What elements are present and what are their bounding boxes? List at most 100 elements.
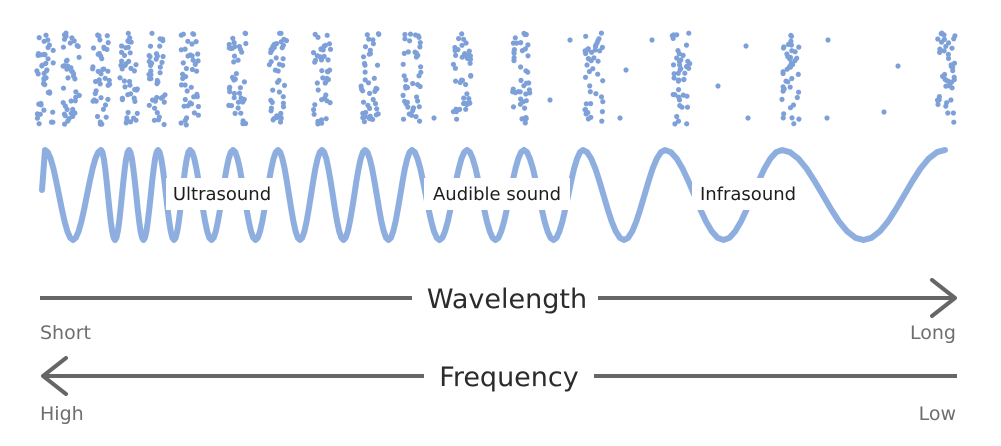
- particle-dot: [273, 41, 280, 47]
- particle-dot: [60, 100, 66, 106]
- particle-dot: [598, 30, 605, 36]
- particle-dot: [183, 122, 189, 128]
- particle-dot: [157, 64, 163, 70]
- particle-dot: [281, 82, 288, 88]
- particle-dot: [327, 46, 334, 52]
- particle-dot: [128, 119, 134, 125]
- particle-dot: [453, 78, 459, 84]
- particle-dot: [93, 88, 99, 94]
- particle-dot: [125, 109, 131, 116]
- particle-dot: [670, 35, 676, 42]
- particle-dot: [134, 110, 140, 116]
- particle-dot: [649, 37, 655, 43]
- particle-dot: [518, 64, 524, 70]
- particle-dot: [266, 62, 272, 68]
- particle-dot: [600, 78, 606, 84]
- particle-dot: [780, 70, 786, 77]
- particle-dot: [595, 71, 601, 77]
- particle-dot: [587, 83, 593, 89]
- particle-dot: [181, 103, 187, 109]
- frequency-title: Frequency: [439, 362, 579, 393]
- particle-dot: [781, 44, 787, 50]
- particle-dot: [784, 51, 790, 57]
- particle-dot: [69, 69, 76, 75]
- particle-dot: [39, 63, 45, 69]
- particle-dot: [376, 31, 382, 37]
- frequency-high-label: High: [40, 403, 84, 425]
- particle-dot: [683, 63, 690, 70]
- particle-dot: [315, 87, 321, 93]
- particle-dot: [462, 51, 468, 57]
- particle-dot: [780, 115, 786, 121]
- particle-dot: [510, 86, 516, 92]
- particle-dot: [105, 82, 111, 88]
- particle-dot: [415, 82, 421, 88]
- particle-dot: [270, 87, 276, 93]
- particle-dot: [525, 53, 531, 59]
- particle-dot: [189, 41, 195, 47]
- particle-dot: [951, 77, 957, 83]
- particle-dot: [522, 105, 528, 111]
- particle-dot: [238, 95, 244, 101]
- particle-dot: [454, 116, 460, 122]
- particle-dot: [467, 60, 473, 66]
- particle-dot: [788, 42, 795, 48]
- particle-dot: [895, 63, 901, 69]
- particle-dot: [794, 94, 800, 101]
- particle-dot: [358, 83, 364, 89]
- particle-dot: [362, 113, 368, 120]
- particle-dot: [124, 115, 130, 121]
- particle-dot: [401, 73, 407, 79]
- particle-dot: [466, 96, 472, 102]
- frequency-low-label: Low: [919, 403, 956, 425]
- particle-dot: [951, 119, 957, 125]
- particle-dot: [416, 104, 422, 110]
- particle-dot: [321, 53, 327, 60]
- particle-dot: [38, 52, 44, 58]
- particle-dot: [160, 94, 166, 100]
- particle-dot: [60, 85, 67, 91]
- particle-dot: [231, 90, 237, 97]
- particle-dot: [61, 36, 68, 42]
- particle-dot: [452, 65, 458, 71]
- particle-dot: [522, 46, 529, 52]
- particle-dot: [70, 106, 76, 112]
- particle-dot: [361, 119, 367, 125]
- wavelength-short-label: Short: [40, 322, 91, 344]
- particle-dot: [453, 109, 459, 115]
- particle-dot: [463, 40, 469, 46]
- particle-dot: [400, 61, 406, 67]
- particle-dot: [400, 92, 406, 98]
- particle-dot: [372, 88, 378, 94]
- particle-dot: [788, 38, 794, 44]
- particle-dot: [76, 54, 82, 60]
- particle-dot: [119, 43, 125, 49]
- particle-dot: [122, 84, 128, 90]
- particle-dot: [459, 42, 465, 48]
- particle-dot: [945, 55, 952, 62]
- particle-dot: [105, 40, 111, 46]
- particle-dot: [674, 55, 680, 61]
- particle-dot: [683, 42, 690, 48]
- particle-dot: [582, 107, 588, 113]
- particle-dot: [34, 115, 41, 121]
- particle-dot: [951, 60, 958, 66]
- ultrasound-label-bg: [166, 178, 278, 210]
- particle-dot: [417, 44, 423, 50]
- particle-dot: [190, 57, 196, 63]
- particle-dot: [951, 36, 957, 42]
- particle-dot: [236, 90, 243, 96]
- particle-dot: [153, 51, 160, 57]
- particle-dot: [41, 52, 48, 58]
- particle-dot: [672, 121, 678, 127]
- particle-dot: [73, 89, 79, 95]
- particle-dot: [46, 89, 53, 95]
- particle-dot: [276, 77, 282, 83]
- particle-dot: [787, 84, 793, 90]
- particle-dot: [243, 120, 249, 127]
- particle-dot: [95, 51, 101, 57]
- particle-dot: [678, 66, 684, 72]
- particle-dot: [271, 116, 277, 122]
- particle-dot: [588, 58, 594, 64]
- particle-dot: [567, 37, 573, 43]
